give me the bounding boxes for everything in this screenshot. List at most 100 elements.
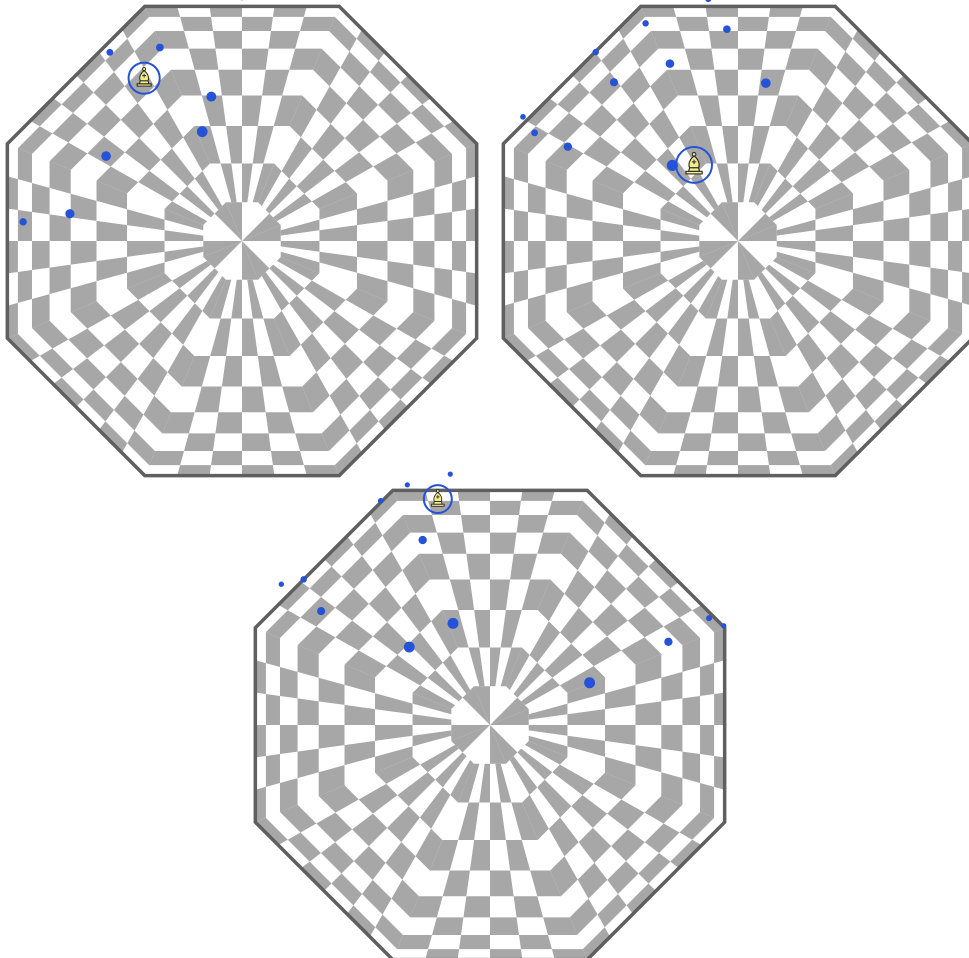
board-cell[interactable] (514, 210, 528, 241)
legal-move-dot[interactable] (418, 536, 426, 544)
legal-move-dot[interactable] (664, 638, 672, 646)
board-cell[interactable] (796, 17, 831, 31)
board-cell[interactable] (909, 241, 930, 268)
board-cell[interactable] (548, 501, 583, 515)
board-cell[interactable] (184, 433, 215, 451)
board-cell[interactable] (676, 17, 709, 31)
board-cell[interactable] (434, 268, 452, 299)
board-cell[interactable] (738, 386, 762, 412)
board-cell[interactable] (463, 896, 490, 917)
board-cell[interactable] (567, 241, 593, 265)
board-cell[interactable] (397, 935, 432, 949)
board-cell[interactable] (452, 241, 466, 272)
board-cell[interactable] (319, 725, 345, 749)
legal-move-dot[interactable] (101, 151, 111, 161)
board-cell[interactable] (459, 935, 490, 949)
board-cell[interactable] (269, 31, 300, 49)
board-cell[interactable] (514, 270, 528, 303)
board-cell[interactable] (883, 217, 909, 241)
board-cell[interactable] (266, 694, 280, 725)
board-cell[interactable] (700, 663, 714, 696)
board-cell[interactable] (680, 433, 711, 451)
legal-move-dot[interactable] (721, 623, 726, 628)
board-cell[interactable] (517, 515, 548, 533)
board-cell[interactable] (32, 241, 50, 270)
board-cell[interactable] (948, 179, 962, 212)
board-cell[interactable] (425, 949, 459, 958)
board-cell[interactable] (519, 935, 552, 949)
board-cell[interactable] (490, 949, 522, 958)
legal-move-dot[interactable] (592, 49, 598, 55)
board-cell[interactable] (215, 412, 242, 433)
board-cell[interactable] (962, 209, 969, 241)
legal-move-dot[interactable] (584, 677, 595, 688)
legal-move-dot[interactable] (705, 0, 711, 2)
board-cell[interactable] (452, 179, 466, 212)
board-cell[interactable] (490, 870, 514, 896)
board-cell[interactable] (930, 268, 948, 299)
legal-move-dot[interactable] (317, 607, 325, 615)
board-cell[interactable] (18, 210, 32, 241)
legal-move-dot[interactable] (404, 642, 415, 653)
board-cell[interactable] (962, 272, 969, 306)
legal-move-dot[interactable] (106, 49, 113, 56)
board-cell[interactable] (50, 214, 71, 241)
board-cell[interactable] (546, 214, 567, 241)
legal-move-dot[interactable] (706, 615, 712, 621)
board-cell[interactable] (280, 725, 298, 754)
board-cell[interactable] (434, 212, 452, 241)
board-cell[interactable] (271, 451, 304, 465)
board-cell[interactable] (711, 412, 738, 433)
board-cell[interactable] (682, 696, 700, 725)
board-cell[interactable] (213, 31, 242, 49)
legal-move-dot[interactable] (642, 20, 648, 26)
legal-move-dot[interactable] (206, 92, 216, 102)
board-cell[interactable] (466, 554, 490, 580)
board-cell[interactable] (552, 949, 587, 958)
board-cell[interactable] (948, 299, 962, 334)
board-cell[interactable] (707, 451, 738, 465)
board-cell[interactable] (180, 17, 213, 31)
board-cell[interactable] (645, 451, 680, 465)
legal-move-dot[interactable] (19, 218, 26, 225)
board-cell[interactable] (461, 515, 490, 533)
board-cell[interactable] (635, 701, 661, 725)
board-cell[interactable] (280, 667, 298, 698)
board-cell[interactable] (266, 754, 280, 787)
board-cell[interactable] (738, 17, 769, 31)
board-cell[interactable] (682, 752, 700, 783)
legal-move-dot[interactable] (520, 114, 526, 120)
board-cell[interactable] (387, 217, 413, 241)
board-cell[interactable] (242, 49, 269, 70)
legal-move-dot[interactable] (761, 78, 771, 88)
board-cell[interactable] (300, 17, 335, 31)
legal-move-dot[interactable] (610, 78, 618, 86)
legal-move-dot[interactable] (564, 142, 572, 150)
legal-move-dot[interactable] (65, 209, 74, 218)
board-cell[interactable] (211, 451, 242, 465)
board-cell[interactable] (18, 270, 32, 303)
board-cell[interactable] (767, 451, 800, 465)
board-cell[interactable] (700, 725, 714, 756)
board-cell[interactable] (514, 148, 528, 183)
board-cell[interactable] (962, 144, 969, 179)
board-cell[interactable] (738, 49, 765, 70)
board-cell[interactable] (71, 241, 97, 265)
legal-move-dot[interactable] (197, 126, 208, 137)
board-cell[interactable] (18, 148, 32, 183)
legal-move-dot[interactable] (300, 576, 306, 582)
board-cell[interactable] (490, 501, 521, 515)
legal-move-dot[interactable] (448, 472, 453, 477)
legal-move-dot[interactable] (156, 44, 164, 52)
board-cell[interactable] (528, 241, 546, 270)
legal-move-dot[interactable] (531, 129, 538, 136)
board-cell[interactable] (242, 386, 266, 412)
board-cell[interactable] (298, 698, 319, 725)
legal-move-dot[interactable] (448, 618, 459, 629)
board-cell[interactable] (490, 917, 519, 935)
legal-move-dot[interactable] (405, 482, 410, 487)
board-cell[interactable] (266, 632, 280, 667)
legal-move-dot[interactable] (723, 25, 731, 33)
legal-move-dot[interactable] (279, 582, 284, 587)
board-cell[interactable] (700, 783, 714, 818)
